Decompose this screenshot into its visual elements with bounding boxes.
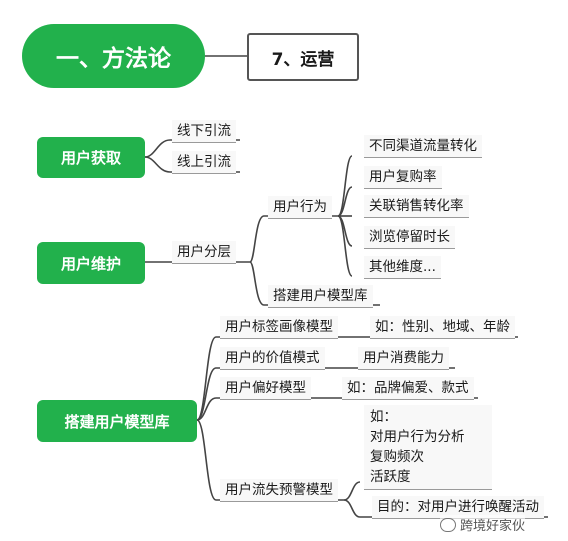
acquisition-label: 用户获取 [60, 149, 121, 167]
maintenance-label: 用户维护 [60, 254, 121, 273]
behavior-node: 用户行为 [268, 196, 332, 219]
behavior-child-dwell-time: 浏览停留时长 [364, 226, 455, 249]
churn-example-block: 如： 对用户行为分析 复购频次 活跃度 [364, 405, 492, 490]
behavior-child-related-sales: 关联销售转化率 [364, 195, 469, 218]
pref-model-node: 用户偏好模型 [220, 377, 311, 400]
acquisition-node: 用户获取 [37, 137, 145, 178]
behavior-child-other: 其他维度... [364, 256, 441, 279]
churn-model-node: 用户流失预警模型 [220, 479, 338, 502]
maintenance-node: 用户维护 [37, 242, 145, 284]
watermark-text: 跨境好家伙 [460, 519, 526, 534]
subtitle-box: 7、运营 [247, 33, 359, 81]
churn-example-line-3: 复购频次 [370, 449, 424, 465]
title-text: 一、方法论 [56, 46, 171, 72]
behavior-child-repurchase: 用户复购率 [364, 166, 442, 189]
churn-example-line-4: 活跃度 [370, 469, 411, 485]
churn-example-line-1: 如： [370, 409, 397, 425]
pref-model-example: 如：品牌偏爱、款式 [342, 377, 474, 400]
tag-model-node: 用户标签画像模型 [220, 316, 338, 339]
behavior-child-channel: 不同渠道流量转化 [364, 135, 482, 158]
acquisition-child-online: 线上引流 [172, 151, 236, 174]
model-library-node: 搭建用户模型库 [37, 400, 197, 442]
value-model-example: 用户消费能力 [358, 347, 449, 370]
layer-node: 用户分层 [172, 241, 236, 264]
subtitle-text: 7、运营 [271, 49, 335, 70]
title-pill: 一、方法论 [22, 24, 205, 88]
acquisition-child-offline: 线下引流 [172, 120, 236, 143]
watermark: 跨境好家伙 [440, 515, 526, 534]
value-model-node: 用户的价值模式 [220, 347, 325, 370]
churn-example-line-2: 对用户行为分析 [370, 429, 465, 445]
model-library-label: 搭建用户模型库 [64, 412, 170, 431]
tag-model-example: 如：性别、地域、年龄 [370, 316, 515, 339]
build-model-node: 搭建用户模型库 [268, 285, 373, 308]
wechat-icon [440, 517, 456, 532]
